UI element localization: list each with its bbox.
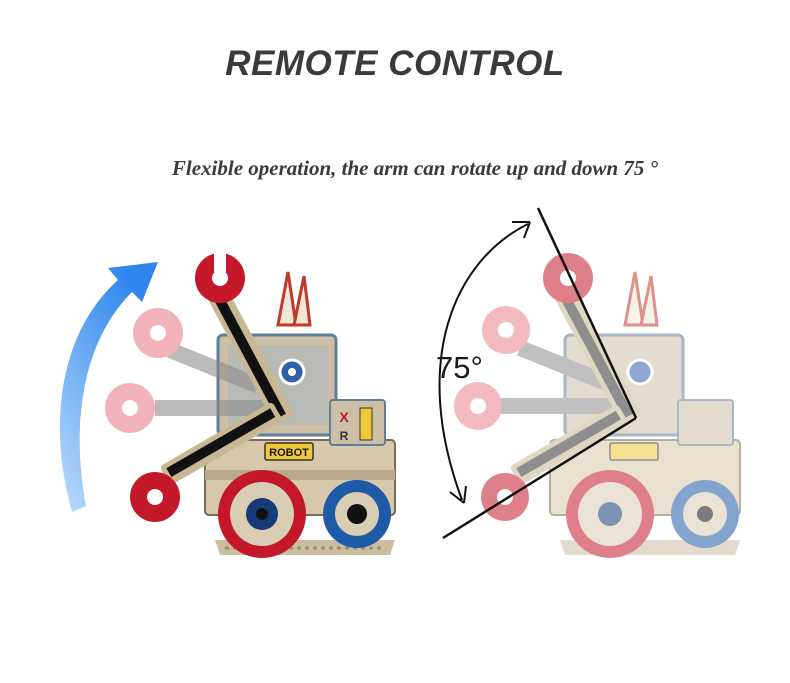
angle-indicator: [438, 207, 638, 540]
right-arm-upper: [543, 253, 640, 423]
robot-ear: [276, 271, 298, 327]
robot-badge: ROBOT: [269, 447, 309, 459]
robot-arm-upper: [195, 250, 293, 423]
right-arm-lower: [481, 405, 628, 521]
angle-line-upper: [536, 207, 638, 419]
panel-x-label: X: [339, 409, 349, 425]
rotation-arrow-icon: [59, 262, 158, 512]
angle-arc: [438, 223, 529, 501]
arc-arrowhead-top-icon: [512, 221, 531, 239]
robot-wheel-front: [218, 470, 306, 558]
right-robot: [454, 253, 741, 558]
panel-r-label: R: [340, 429, 349, 443]
page-title: REMOTE CONTROL: [225, 44, 565, 83]
page-subtitle: Flexible operation, the arm can rotate u…: [171, 156, 659, 180]
arc-arrowhead-bottom-icon: [449, 485, 467, 504]
arm-ghost-middle: [105, 383, 270, 433]
angle-line-lower: [442, 416, 637, 540]
arm-ghost-upper: [133, 308, 262, 394]
right-arm-ghost-middle: [454, 382, 620, 430]
left-robot: ROBOT X R: [59, 250, 396, 558]
angle-label: 75°: [436, 350, 483, 385]
robot-arm-lower: [130, 402, 282, 522]
robot-wheel-rear: [323, 480, 391, 548]
right-arm-ghost-upper: [482, 306, 616, 393]
